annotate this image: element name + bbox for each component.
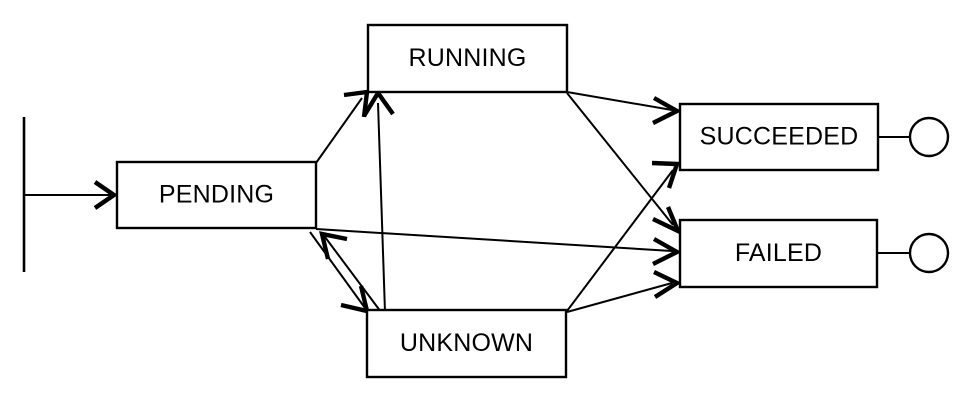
state-label-succeeded: SUCCEEDED [700,123,859,151]
succeeded-final-circle-icon [908,116,950,158]
transition-unknown-to-succeeded [566,169,674,312]
arrowhead-unknown-to-pending [319,231,348,260]
transition-unknown-to-pending [324,236,382,313]
state-node-succeeded[interactable]: SUCCEEDED [678,102,880,172]
arrowhead-pending-to-unknown [340,285,370,314]
transition-pending-to-running [315,97,363,164]
state-node-pending[interactable]: PENDING [115,160,318,230]
transition-unknown-to-failed [566,282,673,313]
transition-running-to-succeeded [566,91,673,111]
state-box-unknown[interactable] [365,308,568,379]
transition-running-to-failed [566,92,674,226]
state-box-succeeded[interactable] [678,102,880,172]
transition-edges [309,89,683,314]
transition-pending-to-failed [315,228,673,252]
transition-unknown-to-running [377,102,386,313]
arrowhead-pending-to-failed [652,237,682,266]
final-state-markers [877,116,950,274]
arrowhead-running-to-failed [652,206,683,236]
arrowhead-start-to-pending [93,180,118,210]
failed-final-circle-icon [908,232,950,274]
state-label-failed: FAILED [735,239,822,267]
state-node-unknown[interactable]: UNKNOWN [365,308,568,379]
arrowhead-running-to-succeeded [652,96,682,125]
arrowhead-unknown-to-succeeded [651,160,681,189]
state-label-running: RUNNING [408,44,526,72]
state-label-pending: PENDING [159,181,274,209]
transition-pending-to-unknown [309,231,366,309]
state-node-running[interactable]: RUNNING [366,23,569,94]
arrowhead-unknown-to-failed [653,270,682,299]
state-label-unknown: UNKNOWN [400,329,533,357]
start-marker [22,117,118,272]
state-box-failed[interactable] [678,218,879,289]
state-box-pending[interactable] [115,160,318,230]
state-node-failed[interactable]: FAILED [678,218,879,289]
state-box-running[interactable] [366,23,569,94]
